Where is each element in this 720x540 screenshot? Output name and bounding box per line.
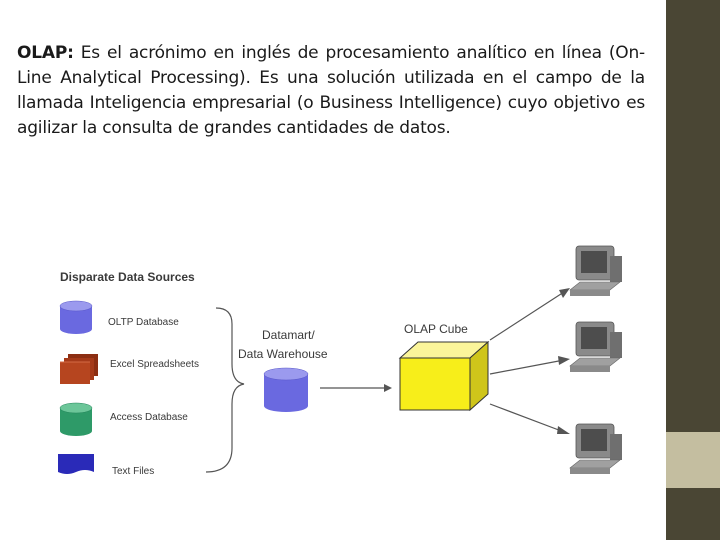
spreadsheet-stack-icon	[60, 354, 98, 384]
cube-label: OLAP Cube	[404, 322, 468, 336]
warehouse-label-line2: Data Warehouse	[238, 347, 328, 361]
computer-terminal-icon	[569, 321, 622, 372]
olap-definition-paragraph: OLAP: Es el acrónimo en inglés de proces…	[17, 41, 645, 141]
database-cylinder-icon	[59, 300, 93, 334]
source-label-oltp: OLTP Database	[108, 317, 179, 328]
arrow-head	[559, 288, 570, 298]
olap-definition-text: Es el acrónimo en inglés de procesamient…	[17, 43, 645, 138]
warehouse-label-line1: Datamart/	[262, 328, 315, 342]
database-cylinder-icon	[263, 367, 309, 412]
computer-terminal-icon	[569, 423, 622, 474]
olap-cube-icon	[398, 340, 490, 412]
olap-term: OLAP:	[17, 43, 74, 63]
text-file-icon	[58, 454, 94, 474]
sources-title: Disparate Data Sources	[60, 270, 195, 284]
arrows-to-clients	[489, 291, 565, 433]
sidebar-decoration	[666, 0, 720, 432]
arrow-head	[558, 356, 570, 365]
source-label-text-files: Text Files	[112, 466, 154, 477]
diagram-background	[38, 236, 632, 508]
sidebar-accent-band	[666, 432, 720, 488]
arrow-to-cube	[320, 384, 392, 392]
database-cylinder-icon	[59, 402, 93, 436]
computer-terminal-icon	[569, 245, 622, 296]
olap-architecture-diagram: Disparate Data Sources OLTP Database Exc…	[38, 236, 632, 508]
source-label-excel: Excel Spreadsheets	[110, 359, 199, 370]
sources-grouping-brace	[205, 307, 245, 473]
source-label-access: Access Database	[110, 412, 188, 423]
arrow-head	[557, 426, 570, 434]
